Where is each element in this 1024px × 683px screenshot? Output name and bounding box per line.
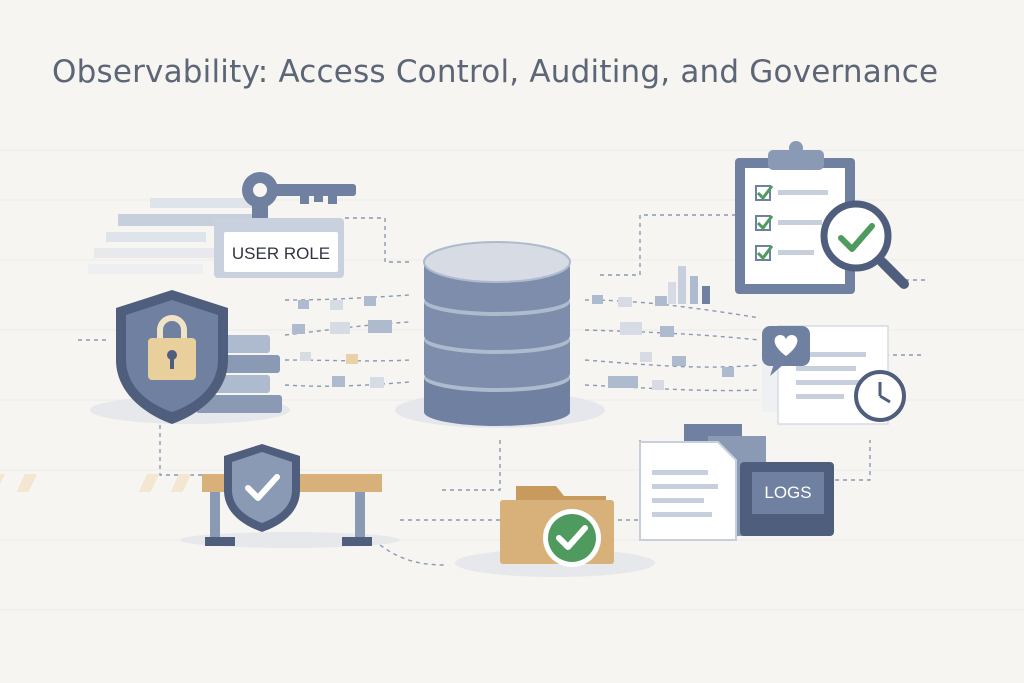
barrier-shield-icon: [0, 444, 400, 548]
user-role-label: USER ROLE: [232, 244, 330, 263]
data-packets-left: [292, 296, 392, 388]
user-role-badge: USER ROLE: [214, 218, 344, 278]
clock-icon: [854, 370, 906, 422]
folder-check-icon: [455, 486, 655, 577]
data-packets-right: [592, 295, 734, 390]
chat-heart-icon: [762, 326, 810, 376]
clipboard-checklist-icon: [735, 141, 855, 294]
logs-badge: LOGS: [740, 462, 834, 536]
page-title: Observability: Access Control, Auditing,…: [52, 54, 939, 90]
bar-chart-icon: [668, 266, 710, 304]
logs-label: LOGS: [764, 483, 811, 502]
magnifier-check-icon: [820, 200, 909, 289]
shield-lock-icon: [90, 290, 290, 424]
database-icon: [395, 241, 605, 428]
